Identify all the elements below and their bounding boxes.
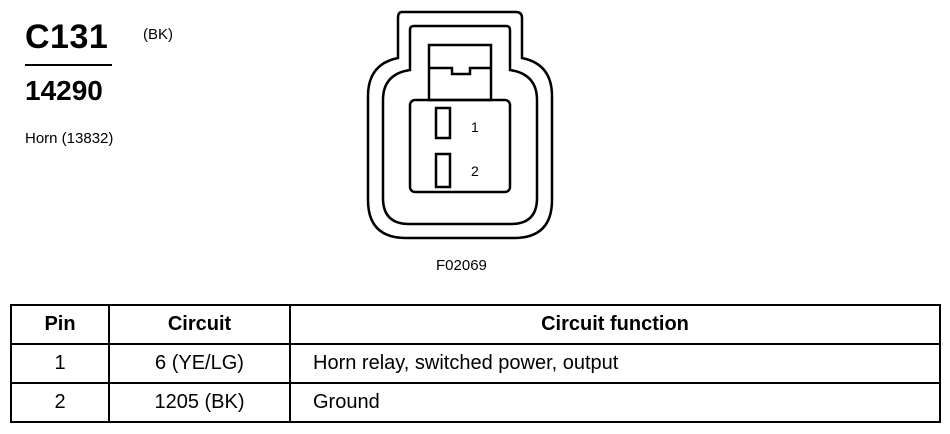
- diagram-code: F02069: [436, 257, 487, 274]
- header-pin: Pin: [10, 304, 110, 345]
- table-header-row: Pin Circuit Circuit function: [10, 304, 941, 345]
- pinout-table: Pin Circuit Circuit function 1 6 (YE/LG)…: [10, 304, 941, 423]
- connector-face-diagram: 1 2: [366, 10, 554, 240]
- connector-outer-housing: [366, 10, 554, 240]
- title-divider: [25, 64, 112, 66]
- connector-color-code: (BK): [143, 26, 173, 43]
- pin-2-terminal: [434, 152, 452, 189]
- header-circuit: Circuit: [108, 304, 291, 345]
- table-row: 1 6 (YE/LG) Horn relay, switched power, …: [10, 343, 941, 384]
- circuit-function-cell: Ground: [289, 382, 941, 423]
- circuit-cell: 6 (YE/LG): [108, 343, 291, 384]
- pin-1-label: 1: [471, 119, 479, 135]
- circuit-function-cell: Horn relay, switched power, output: [289, 343, 941, 384]
- pin-2-label: 2: [471, 163, 479, 179]
- pin-cell: 1: [10, 343, 110, 384]
- header-circuit-function: Circuit function: [289, 304, 941, 345]
- connector-id: C131: [25, 18, 109, 56]
- pin-cell: 2: [10, 382, 110, 423]
- circuit-cell: 1205 (BK): [108, 382, 291, 423]
- component-description: Horn (13832): [25, 130, 114, 147]
- locking-tab: [427, 43, 493, 102]
- table-row: 2 1205 (BK) Ground: [10, 382, 941, 423]
- terminal-cavity-block: [408, 98, 512, 194]
- pin-1-terminal: [434, 106, 452, 140]
- part-number: 14290: [25, 75, 103, 106]
